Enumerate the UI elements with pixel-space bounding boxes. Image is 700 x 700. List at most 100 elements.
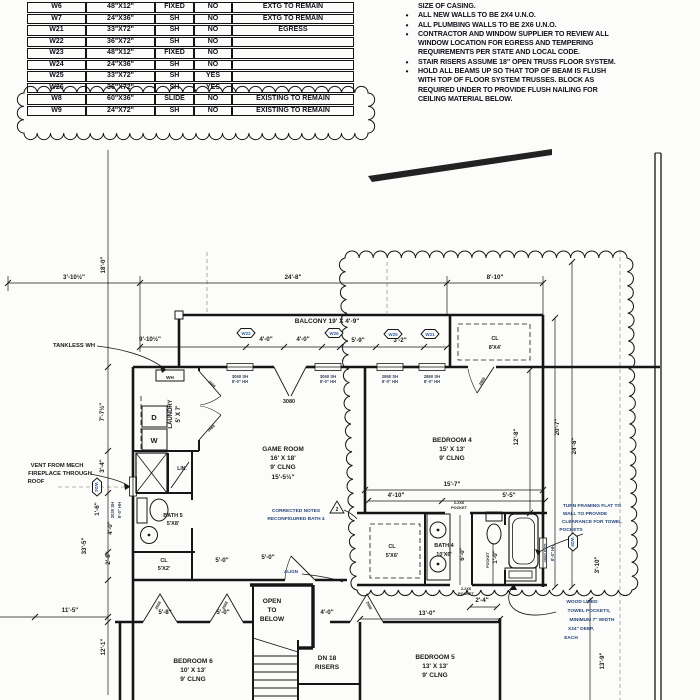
schedule-cell: W7 xyxy=(27,13,86,24)
plan-label: 20'-7" xyxy=(554,419,561,436)
plan-label: 4'-10" xyxy=(388,492,405,499)
plan-label: 5'-8" xyxy=(158,609,171,616)
revision-cloud-table xyxy=(16,85,376,141)
plan-label: POCKET xyxy=(486,551,490,568)
schedule-cell xyxy=(232,71,354,82)
plan-label: 10' X 13' xyxy=(180,667,206,674)
plan-label: 13'-0" xyxy=(419,610,436,617)
window-symbols xyxy=(129,363,547,569)
schedule-cell: 33"X72" xyxy=(86,71,155,82)
plan-label: 8'-0" HH xyxy=(320,379,336,384)
plan-label: BELOW xyxy=(260,616,285,623)
schedule-cell: NO xyxy=(194,94,232,105)
plan-label: RISERS xyxy=(315,664,340,671)
note-line: ALL NEW WALLS TO BE 2X4 U.N.O. xyxy=(418,11,536,20)
plan-label: 1'-0" xyxy=(492,550,499,563)
washer-box xyxy=(141,428,168,451)
schedule-cell: W24 xyxy=(27,59,86,70)
schedule-cell: 48"X12" xyxy=(86,2,155,13)
window-tag-label: W22 xyxy=(241,331,251,336)
towel-pocket-box xyxy=(504,567,537,582)
note-bullet-icon: • xyxy=(405,67,409,77)
schedule-cell: EGRESS xyxy=(232,25,354,36)
revision-note-text: RECONFIGURED BATH 4 xyxy=(267,516,325,522)
window-tag-hexagon-icon xyxy=(236,328,256,338)
wall-corner-post xyxy=(174,310,184,320)
plan-label: 4060 FXD xyxy=(543,544,548,563)
plan-label: 5'-0" xyxy=(215,557,228,564)
plan-label: 2860 SH xyxy=(424,374,440,379)
schedule-cell xyxy=(232,36,354,47)
plan-label: 2 xyxy=(336,507,339,513)
schedule-cell: SH xyxy=(155,36,194,47)
schedule-cell xyxy=(232,59,354,70)
schedule-cell: W6 xyxy=(27,2,86,13)
note-line: REQUIRED UNDER TO PROVIDE FLUSH NAILING … xyxy=(418,85,598,94)
plan-label: 15' X 13' xyxy=(439,446,465,453)
plan-label: 3'-10" xyxy=(594,557,601,574)
plan-label: 5'-0" xyxy=(216,609,229,616)
plan-label: LIN. xyxy=(177,466,187,472)
schedule-cell: SLIDE xyxy=(155,94,194,105)
plan-label: DN 18 xyxy=(318,655,337,662)
schedule-cell: SH xyxy=(155,105,194,116)
window-tag-hexagon-icon xyxy=(324,328,344,338)
window-tag: W24 xyxy=(92,477,102,497)
plan-label: 18'-0" xyxy=(100,257,107,274)
sink1-bath4 xyxy=(429,521,447,539)
plan-label: 2-2X6 xyxy=(454,501,464,505)
schedule-cell: 24"X36" xyxy=(86,13,155,24)
toilet-bowl-bath4 xyxy=(486,523,502,545)
schedule-cell: W21 xyxy=(27,25,86,36)
schedule-cell: W23 xyxy=(27,48,86,59)
schedule-cell: 48"X12" xyxy=(86,48,155,59)
window-tag-hexagon-icon xyxy=(420,329,440,339)
schedule-cell: 36"X72" xyxy=(86,36,155,47)
note-item: •ALL PLUMBING WALLS TO BE 2X6 U.N.O. xyxy=(396,21,696,30)
vanity-bath4 xyxy=(426,513,451,581)
plan-label: FIREPLACE THROUGH xyxy=(28,471,92,477)
schedule-cell: EXISTING TO REMAIN xyxy=(232,94,354,105)
revision-note-text: TOWEL POCKETS, xyxy=(568,608,612,614)
revision-note-text: ALIGN xyxy=(284,569,298,574)
plan-label: 8'-0" HH xyxy=(382,379,398,384)
window-tag-label: W28 xyxy=(570,537,575,547)
plan-label: POCKET xyxy=(451,506,468,510)
plan-label: CL xyxy=(388,544,396,550)
plan-label: 2668 xyxy=(154,601,162,610)
plan-label: 9' CLNG xyxy=(422,672,447,679)
shower xyxy=(135,452,168,494)
plan-label: 3'-4" xyxy=(99,459,106,472)
sink-bath5 xyxy=(140,526,158,544)
revision-note-text: X24" DEEP, xyxy=(568,626,595,632)
plan-label: 12'-8" xyxy=(513,429,520,446)
window-tag-label: W24 xyxy=(94,482,99,492)
schedule-cell: SH xyxy=(155,59,194,70)
note-bullet-icon: • xyxy=(405,57,409,67)
toilet-tank-bath5 xyxy=(136,497,148,524)
schedule-cell: SH xyxy=(155,25,194,36)
schedule-cell: YES xyxy=(194,71,232,82)
plan-label: 9' CLNG xyxy=(180,676,205,683)
note-line: SIZE OF CASING. xyxy=(418,2,476,10)
plan-label: 5' X 7' xyxy=(176,405,182,422)
plan-label: 16' X 18' xyxy=(270,455,296,462)
plan-label: 8'-0" HH xyxy=(550,545,555,561)
toilet-bowl-bath5 xyxy=(149,498,169,522)
note-line: WINDOW LOCATION FOR EGRESS AND TEMPERING xyxy=(418,39,594,48)
water-heater xyxy=(155,369,185,382)
schedule-cell: EXTG TO REMAIN xyxy=(232,13,354,24)
plan-label: 9'-10½" xyxy=(139,336,161,343)
plan-label: 2860 SH xyxy=(382,374,398,379)
schedule-cell: SH xyxy=(155,71,194,82)
plan-label: OPEN xyxy=(263,598,282,605)
plan-label: TANKLESS WH xyxy=(53,343,95,349)
plan-label: BATH 5 xyxy=(163,513,182,519)
schedule-cell: FIXED xyxy=(155,48,194,59)
